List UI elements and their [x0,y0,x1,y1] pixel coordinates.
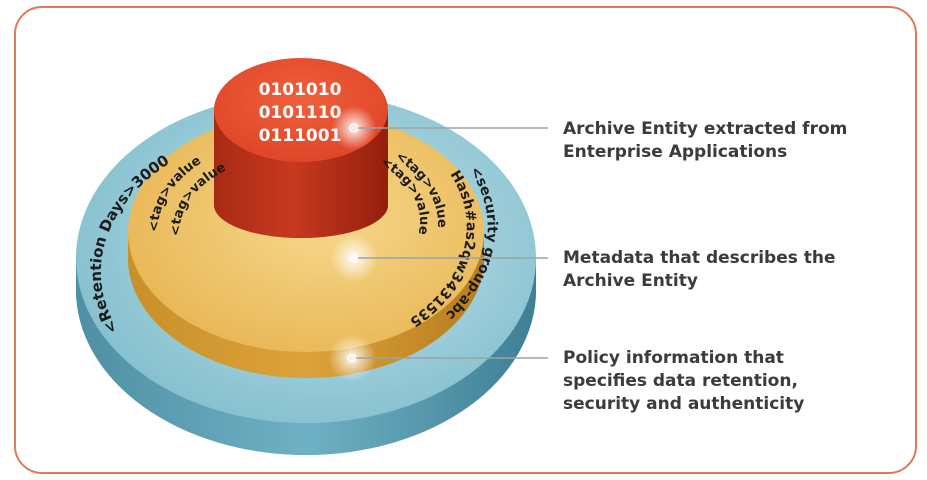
callout-metadata: Metadata that describes the Archive Enti… [563,248,836,291]
callout-policy: Policy information that specifies data r… [563,348,805,414]
binary-line-3: 0111001 [259,126,342,146]
binary-line-2: 0101110 [259,103,342,123]
callout-marker-policy [328,334,548,382]
binary-line-1: 0101010 [259,80,342,100]
callout-marker-metadata [330,234,548,282]
archive-entity-cylinder [214,58,388,238]
callout-archive-entity: Archive Entity extracted from Enterprise… [563,119,848,162]
callout-marker-archive [332,106,548,150]
